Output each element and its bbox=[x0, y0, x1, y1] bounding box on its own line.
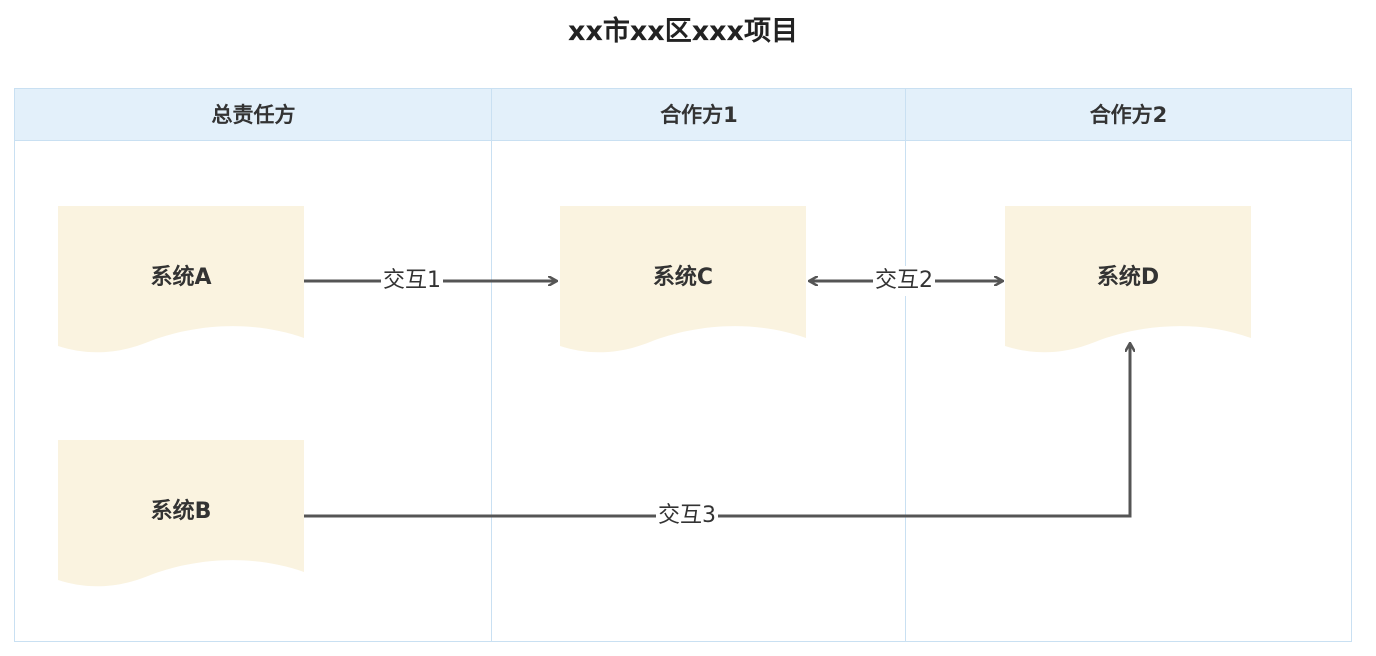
lane-header-partner-1: 合作方1 bbox=[660, 103, 738, 127]
document-shape bbox=[1005, 206, 1251, 353]
document-shape bbox=[58, 440, 304, 587]
lane-header-partner-2: 合作方2 bbox=[1089, 103, 1168, 127]
lane-divider-1 bbox=[491, 89, 492, 641]
node-label: 系统A bbox=[150, 265, 212, 290]
node-label: 系统C bbox=[652, 265, 714, 290]
node-label: 系统B bbox=[150, 499, 212, 524]
connector-e3[interactable] bbox=[304, 344, 1130, 518]
document-shape bbox=[58, 206, 304, 353]
swimlane-container: 总责任方 合作方1 合作方2 bbox=[14, 88, 1352, 642]
diagram-title: xx市xx区xxx项目 bbox=[568, 16, 798, 47]
node-system-b[interactable]: 系统B bbox=[58, 440, 304, 590]
edge-label-e2: 交互2 bbox=[873, 266, 935, 296]
node-label: 系统D bbox=[1096, 265, 1160, 290]
node-system-c[interactable]: 系统C bbox=[560, 206, 806, 356]
node-system-a[interactable]: 系统A bbox=[58, 206, 304, 356]
lane-header-responsible-party: 总责任方 bbox=[211, 103, 296, 127]
edge-label-e1: 交互1 bbox=[381, 266, 443, 296]
lane-header-row: 总责任方 合作方1 合作方2 bbox=[15, 89, 1351, 141]
lane-divider-2 bbox=[905, 89, 906, 641]
document-shape bbox=[560, 206, 806, 353]
edge-label-e3: 交互3 bbox=[656, 501, 718, 531]
node-system-d[interactable]: 系统D bbox=[1005, 206, 1251, 356]
